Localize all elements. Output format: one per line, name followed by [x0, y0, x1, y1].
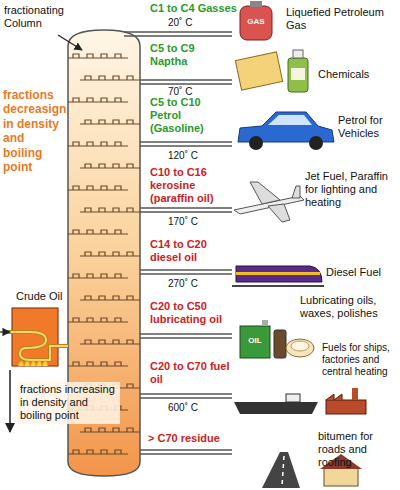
fraction-name: C20 to C50 lubricating oil	[150, 300, 234, 326]
fraction-name: C1 to C4 Gasses	[150, 2, 260, 15]
fraction-name: C5 to C9 Naptha	[150, 42, 216, 68]
direction-note: fractions decreasign in density and boil…	[3, 88, 65, 174]
direction-arrow	[9, 370, 11, 432]
product-text: Diesel Fuel	[326, 266, 398, 279]
product-text: Liquefied Petroleum Gas	[286, 6, 398, 32]
fraction-name: C5 to C10 Petrol (Gasoline)	[150, 96, 226, 136]
direction-note: fractions increasing in density and boil…	[18, 382, 120, 424]
jet-plane-icon	[234, 182, 304, 222]
product-text: Fuels for ships, factories and central h…	[322, 342, 398, 378]
furnace	[0, 308, 68, 366]
temperature: 170˚ C	[168, 216, 218, 228]
column-title: fractionating Column	[4, 4, 78, 30]
oil-products-icon	[240, 320, 314, 358]
product-text: Petrol for Vehicles	[338, 114, 400, 140]
temperature: 600˚ C	[168, 402, 218, 414]
feed-label: Crude Oil	[16, 290, 76, 303]
gas-bottle-icon	[240, 1, 272, 40]
product-text: Lubricating oils, waxes, polishes	[300, 294, 398, 320]
pointer-arrow	[58, 35, 82, 50]
fraction-name: > C70 residue	[148, 432, 232, 445]
product-text: Chemicals	[318, 68, 398, 81]
fraction-name: C20 to C70 fuel oil	[150, 360, 230, 386]
ship-factory-icon	[234, 388, 366, 414]
product-text: Jet Fuel, Paraffin for lighting and heat…	[305, 170, 398, 210]
train-icon	[232, 266, 324, 286]
car-icon	[238, 112, 334, 150]
product-text: bitumen for roads and roofing	[318, 430, 396, 470]
icon-text: OIL	[240, 336, 270, 346]
temperature: 270˚ C	[168, 278, 218, 290]
icon-text: GAS	[242, 17, 270, 27]
fraction-name: C14 to C20 diesel oil	[150, 238, 230, 264]
temperature: 120˚ C	[168, 150, 218, 162]
pipes	[124, 32, 232, 454]
temperature: 20˚ C	[168, 17, 218, 29]
fraction-name: C10 to C16 kerosine (paraffin oil)	[150, 166, 234, 206]
chemicals-icon	[235, 50, 308, 92]
